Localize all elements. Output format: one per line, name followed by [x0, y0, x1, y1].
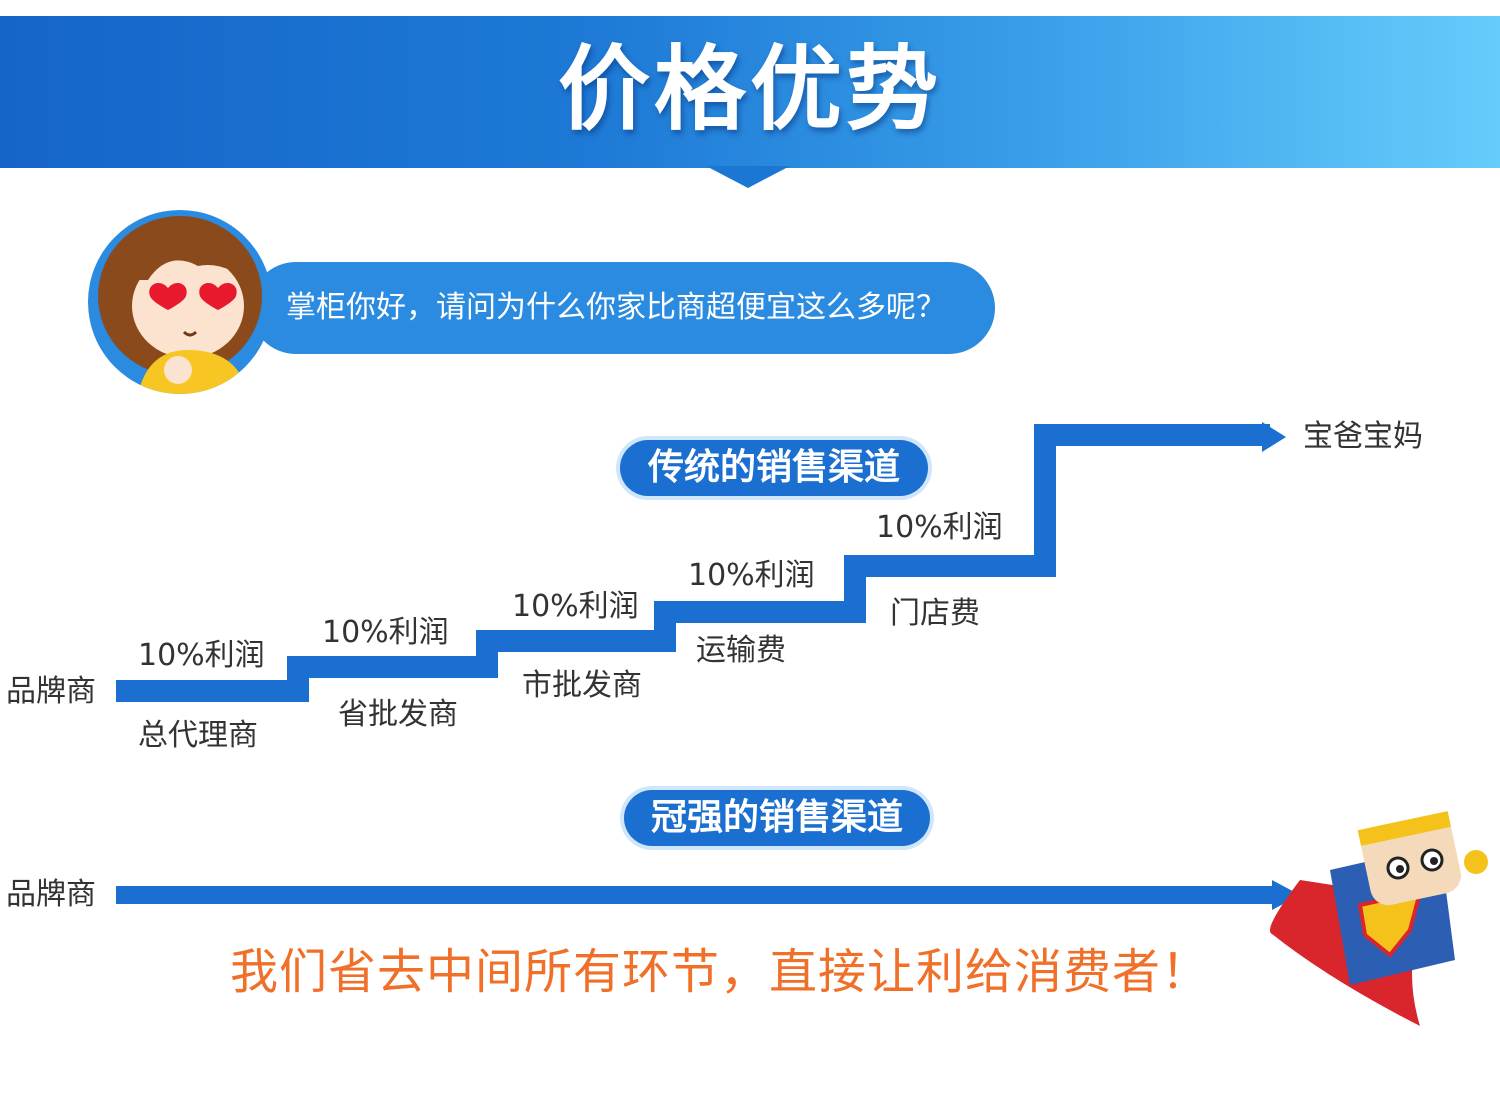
page-title: 价格优势	[557, 36, 942, 143]
profit-label-3: 10%利润	[512, 589, 639, 624]
direct-start-label: 品牌商	[6, 877, 96, 912]
stage-label-4: 运输费	[696, 633, 786, 668]
header-banner	[0, 16, 1500, 168]
girl-avatar-icon	[88, 210, 272, 394]
question-bubble	[250, 262, 995, 354]
traditional-channel-title: 传统的销售渠道	[620, 440, 928, 496]
stage-label-1: 总代理商	[138, 718, 258, 753]
question-text: 掌柜你好，请问为什么你家比商超便宜这么多呢？	[286, 290, 946, 325]
profit-label-4: 10%利润	[688, 558, 815, 593]
direct-arrow-head	[1272, 880, 1300, 910]
traditional-start-label: 品牌商	[6, 674, 96, 709]
slogan-text: 我们省去中间所有环节，直接让利给消费者！	[229, 944, 1210, 1000]
traditional-end-label: 宝爸宝妈	[1303, 419, 1423, 454]
stage-label-2: 省批发商	[338, 697, 458, 732]
traditional-arrow-head	[1262, 422, 1286, 452]
header-notch	[706, 166, 790, 188]
profit-label-1: 10%利润	[138, 638, 265, 673]
stage-label-5: 门店费	[890, 596, 980, 631]
profit-label-5: 10%利润	[876, 510, 1003, 545]
direct-channel-title: 冠强的销售渠道	[624, 790, 930, 846]
stage-label-3: 市批发商	[522, 668, 642, 703]
profit-label-2: 10%利润	[322, 615, 449, 650]
